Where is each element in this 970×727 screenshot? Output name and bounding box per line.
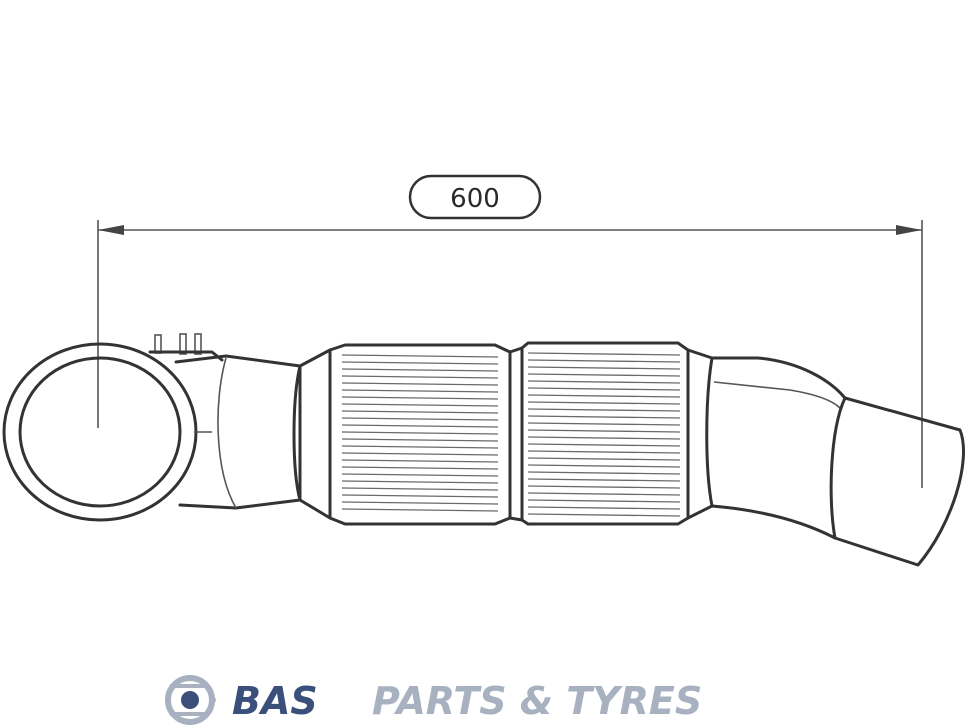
bellows-rib: [527, 366, 681, 370]
bellows-rib: [341, 354, 499, 358]
arrow-right: [896, 225, 922, 235]
brand-logo: BAS PARTS & TYRES: [165, 675, 702, 725]
bellows-rib: [527, 464, 681, 468]
dimension-value: 600: [450, 184, 500, 214]
bellows-rib: [527, 450, 681, 454]
bellows-rib: [527, 506, 681, 510]
bellows-rib: [527, 471, 681, 475]
bellows-rib: [527, 443, 681, 447]
bellows-rib: [341, 396, 499, 400]
bellows-rib: [527, 513, 681, 517]
bellows-rib: [341, 417, 499, 421]
inlet-pipe: [174, 348, 332, 520]
middle-connector: [508, 346, 524, 522]
bellows-rib: [341, 487, 499, 491]
logo-mark-icon: [165, 675, 217, 725]
bellows-rib: [341, 403, 499, 407]
bellows-rib: [527, 422, 681, 426]
logo-tagline-text: PARTS & TYRES: [372, 679, 702, 723]
bellows-rib: [341, 375, 499, 379]
bellows-rib: [341, 424, 499, 428]
bellows-left: [328, 343, 512, 526]
bellows-rib: [341, 382, 499, 386]
bellows-rib: [527, 408, 681, 412]
bellows-rib: [527, 436, 681, 440]
bellows-rib: [527, 478, 681, 482]
bellows-rib: [341, 431, 499, 435]
arrow-left: [98, 225, 124, 235]
bellows-rib: [527, 485, 681, 489]
bellows-rib: [527, 429, 681, 433]
bellows-rib: [527, 359, 681, 363]
bellows-rib: [341, 368, 499, 372]
bellows-rib: [527, 499, 681, 503]
dimension-label: 600: [408, 174, 542, 220]
bellows-rib: [341, 494, 499, 498]
bellows-rib: [527, 387, 681, 391]
bellows-rib: [527, 352, 681, 356]
bellows-rib: [527, 492, 681, 496]
bellows-rib: [341, 459, 499, 463]
bellows-right: [520, 341, 690, 526]
bellows-rib: [341, 508, 499, 512]
bellows-rib: [341, 452, 499, 456]
bellows-rib: [341, 473, 499, 477]
bellows-rib: [527, 457, 681, 461]
bellows-rib: [341, 389, 499, 393]
outlet-elbow: [686, 348, 965, 567]
bellows-rib: [527, 401, 681, 405]
bellows-rib: [341, 361, 499, 365]
bellows-rib: [341, 480, 499, 484]
dimension-line: [97, 220, 923, 488]
bellows-rib: [341, 438, 499, 442]
bellows-rib: [527, 380, 681, 384]
bellows-rib: [527, 415, 681, 419]
logo-brand-text: BAS: [232, 679, 318, 723]
bellows-rib: [341, 445, 499, 449]
bellows-rib: [527, 373, 681, 377]
bellows-rib: [527, 394, 681, 398]
bellows-rib: [341, 501, 499, 505]
bellows-rib: [341, 410, 499, 414]
bellows-rib: [341, 466, 499, 470]
